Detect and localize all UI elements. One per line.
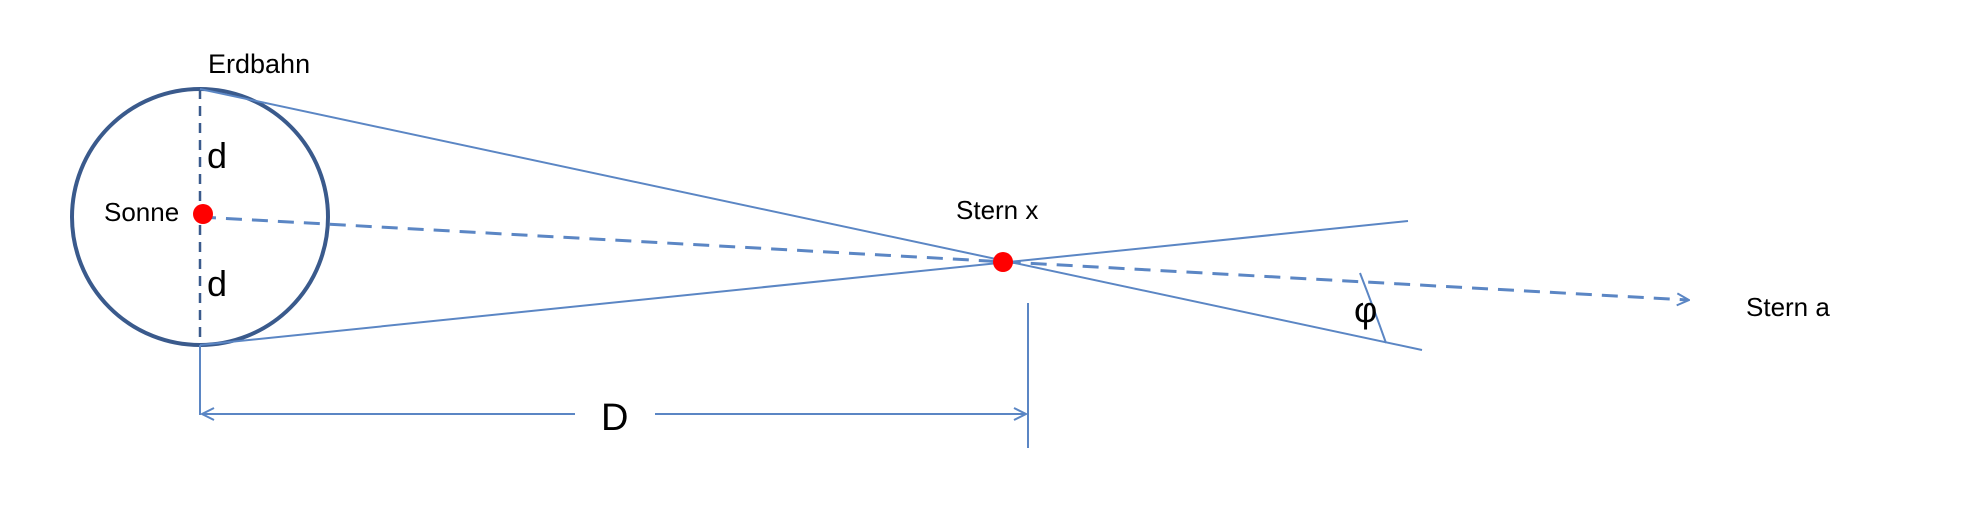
star-a-label: Stern a [1746,292,1830,322]
angle-phi-arc [1359,272,1387,344]
orbit-label: Erdbahn [208,49,310,79]
star-x-label: Stern x [956,195,1038,225]
d-lower-label: d [207,263,227,304]
sun-to-star-a-line [199,215,1688,300]
distance-label: D [601,397,628,439]
upper-sight-line [199,88,1423,351]
sun-label: Sonne [104,197,179,227]
d-upper-label: d [207,135,227,176]
star-x-dot [993,252,1013,272]
lower-sight-line [199,220,1409,346]
angle-phi-label: φ [1354,289,1377,330]
sun-dot [193,204,213,224]
